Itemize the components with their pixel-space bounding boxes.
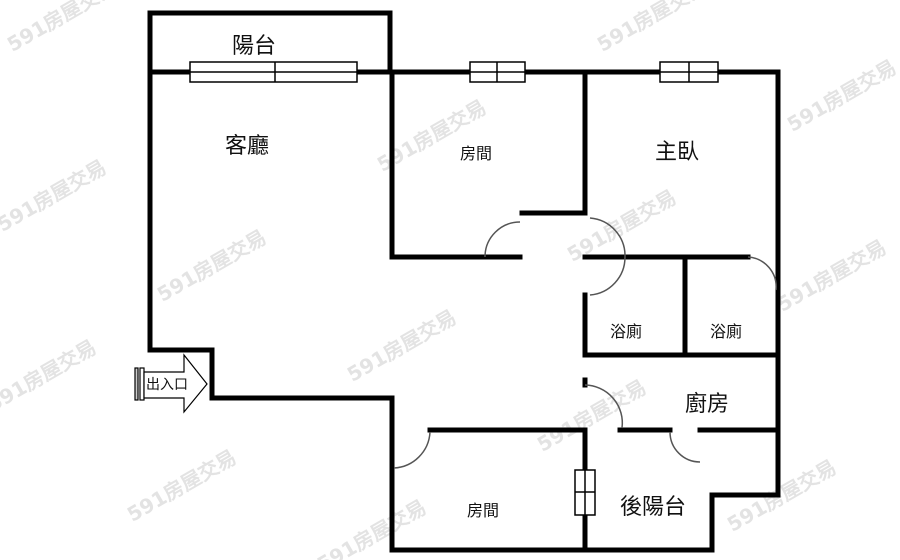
room-label-kitchen: 廚房 [685, 392, 730, 417]
room-label-bathroom-2: 浴廁 [710, 322, 743, 341]
room-label-balcony: 陽台 [232, 34, 277, 59]
room-label-bedroom-2: 房間 [467, 501, 500, 520]
room-label-bathroom-1: 浴廁 [610, 322, 643, 341]
room-label-master-bedroom: 主臥 [655, 140, 700, 165]
window-icon [189, 61, 719, 516]
room-label-back-balcony: 後陽台 [620, 495, 687, 520]
room-label-bedroom-1: 房間 [460, 144, 493, 163]
entrance-label: 出入口 [146, 377, 188, 393]
room-label-living-room: 客廳 [225, 134, 270, 159]
entrance-arrow-icon [134, 353, 208, 414]
